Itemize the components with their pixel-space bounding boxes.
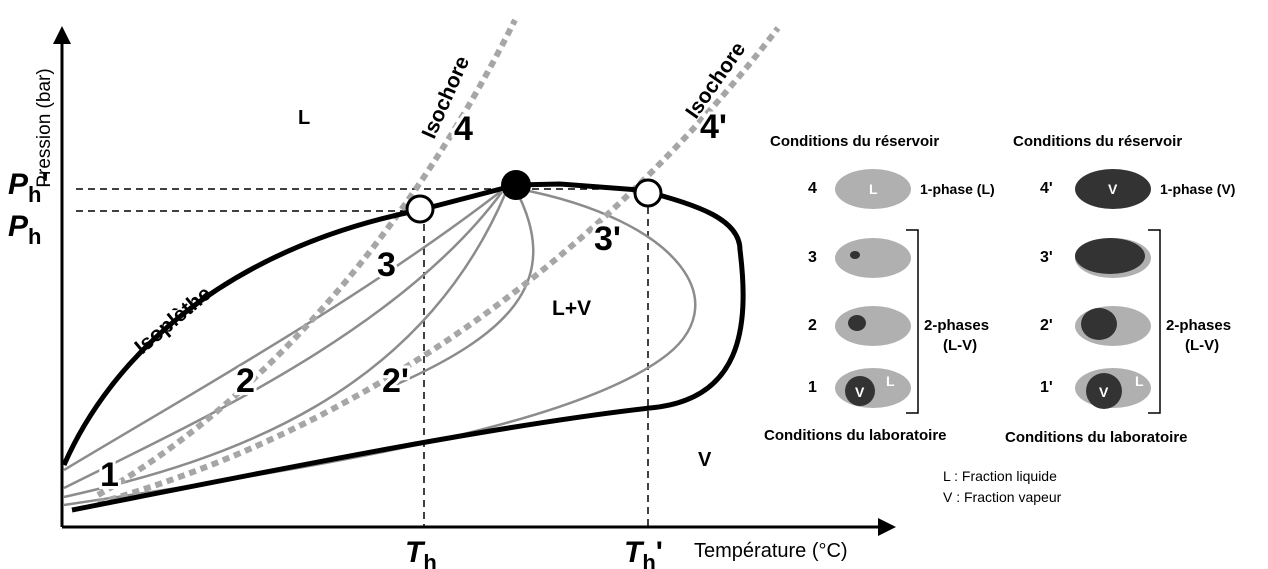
th-label: Th [405,536,437,569]
axes: Pression (bar) Température (°C) [34,26,896,562]
ph-prime-label: Ph' [8,168,49,207]
legend-two-phase-right-2: (L-V) [1185,337,1219,354]
legend-bubble-4-inner: L [869,181,878,197]
y-axis-label: Pression (bar) [34,68,55,187]
legend-num-2p: 2' [1040,317,1053,334]
legend-bubble-1p-vapour [1086,373,1122,409]
point-4-prime-marker [633,178,663,208]
reference-lines [76,188,649,527]
legend-bubble-4-outer [835,169,911,209]
legend-num-2: 2 [808,317,817,334]
legend-bubble-1-outer-label: L [886,373,895,389]
legend-num-3p: 3' [1040,249,1053,266]
isopleth-label: Isoplèthe [130,282,215,359]
point-3-label: 3 [377,246,396,284]
critical-point [501,170,531,200]
point-4-label: 4 [454,110,473,148]
quality-line-3 [63,191,508,499]
legend-note-4: 1-phase (L) [920,181,995,197]
x-axis-arrow [878,518,896,536]
th-prime-label: Th' [624,536,663,569]
axis-markers: Ph' Ph Th Th' [8,168,663,569]
legend-lab-left: Conditions du laboratoire [764,427,947,444]
quality-line-1 [63,191,501,472]
legend-two-phase-left-1: 2-phases [924,317,989,334]
legend-bubble-4p-inner: V [1108,181,1118,197]
isochores [96,18,781,506]
legend-bubble-3-vapour [850,251,860,259]
region-vapour: V [698,449,712,471]
legend-panel: Conditions du réservoir Conditions du ré… [764,133,1235,505]
legend-bubble-1p-inner: V [1099,384,1109,400]
legend-key-liquid: L : Fraction liquide [943,468,1057,484]
point-3-prime-label: 3' [594,220,621,258]
legend-num-3: 3 [808,249,817,266]
legend-two-phase-left-2: (L-V) [943,337,977,354]
phase-envelope [61,181,746,513]
legend-bubble-4p-outer [1075,169,1151,209]
legend-bracket-left [906,229,919,414]
legend-bubble-1p-outer-label: L [1135,373,1144,389]
legend-bubble-2p-vapour [1081,308,1117,340]
region-two-phase: L+V [552,297,591,320]
x-axis-label: Température (°C) [694,540,848,562]
legend-bubble-1-inner: V [855,384,865,400]
region-liquid: L [298,107,310,129]
legend-bubble-2-outer [835,306,911,346]
legend-num-4p: 4' [1040,180,1053,197]
legend-num-4: 4 [808,180,817,197]
point-4-prime-label: 4' [700,108,727,146]
legend-bubble-3-outer [835,238,911,278]
state-numbers: 1 2 3 4 2' 3' 4' [97,105,730,497]
point-4-marker [405,194,435,224]
legend-reservoir-right: Conditions du réservoir [1013,133,1182,150]
legend-bubble-3p-vapour [1075,238,1145,274]
y-axis-arrow [53,26,71,44]
legend-bubble-2-vapour [848,315,866,331]
legend-key-vapour: V : Fraction vapeur [943,489,1062,505]
ph-label: Ph [8,210,41,249]
legend-two-phase-right-1: 2-phases [1166,317,1231,334]
legend-num-1p: 1' [1040,379,1053,396]
point-1-label: 1 [100,456,119,494]
point-2-prime-label: 2' [382,362,409,400]
legend-note-4p: 1-phase (V) [1160,181,1235,197]
legend-num-1: 1 [808,379,817,396]
isochore-right-line [97,26,781,506]
point-2-label: 2 [236,362,255,400]
legend-bubble-1-vapour [845,376,875,406]
quality-line-2 [63,191,504,490]
legend-reservoir-left: Conditions du réservoir [770,133,939,150]
legend-lab-right: Conditions du laboratoire [1005,429,1188,446]
quality-line-4 [394,189,535,387]
legend-bracket-right [1148,229,1161,414]
